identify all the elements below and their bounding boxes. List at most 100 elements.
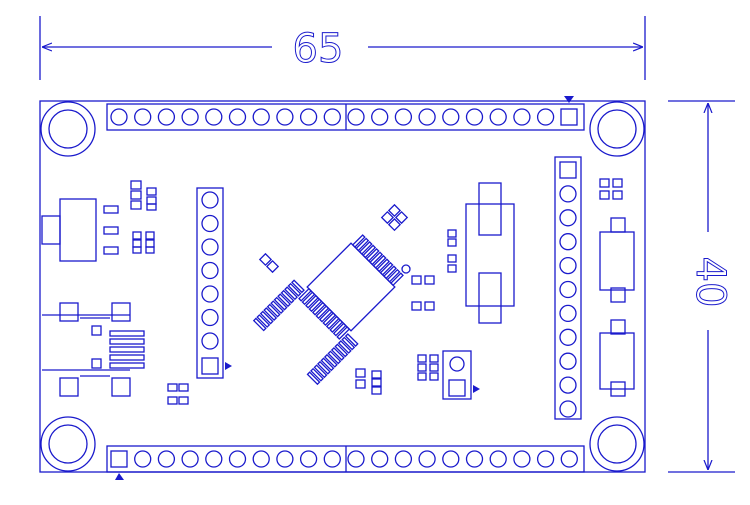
header-pin [513,108,531,126]
header-pin [418,450,436,468]
header-pin [559,280,577,299]
qfp-lead [322,312,337,327]
qfp-lead [355,237,370,252]
qfp-lead [332,322,347,337]
crystal [465,182,515,324]
header-pin [134,108,152,126]
mounting-hole [589,416,645,472]
pin1-marker [564,96,574,103]
pin1-square [559,161,577,179]
qfp-lead [266,303,281,318]
header-pin [559,328,577,346]
header-pin [489,450,507,468]
qfp-lead [341,336,356,351]
header-pin [201,332,219,350]
qfp-lead [358,241,373,255]
qfp-lead [277,293,292,308]
header-pin [252,108,270,126]
header-pin [347,450,365,468]
qfp-lead [287,282,302,297]
mounting-holes [40,101,645,472]
qfp-lead [270,300,285,315]
header-pin [559,304,577,323]
header-pin [536,450,555,468]
header-pin [371,450,389,468]
qfp-lead [310,367,324,382]
qfp-lead [318,308,333,323]
qfp-lead [305,294,319,309]
mounting-hole [40,101,96,157]
right-pin-header [554,156,582,420]
header-pin [394,450,413,468]
pin1-marker [115,473,124,480]
qfp-lead [317,360,331,375]
qfp-lead [386,268,401,283]
pin1-square [110,450,128,468]
qfp-lead [362,244,377,259]
header-pin [513,450,531,468]
qfp-lead [325,315,340,330]
qfp-lead [330,346,345,361]
height-dimension [668,100,735,473]
qfp-lead [263,307,278,321]
qfp-lead [313,364,328,379]
board-outline [39,100,646,473]
qfp-lead [301,291,316,306]
header-pin [299,450,318,468]
mounting-hole [589,101,645,157]
header-pin [465,108,484,126]
mcu-chip [252,234,404,386]
header-pin [559,376,577,394]
header-pin [465,450,484,468]
qfp-lead [273,296,288,311]
header-pin [560,450,578,468]
smd-components [130,178,623,405]
header-pin [276,108,294,126]
height-label: 40 [687,257,733,308]
header-pin [536,108,555,126]
header-pin [134,450,152,468]
qfp-lead [306,371,321,386]
header-pin [442,108,460,126]
bottom-pin-header [106,445,585,473]
top-pin-header [106,103,585,131]
qfp-lead [383,265,397,280]
pin1-marker [225,362,232,370]
qfp-lead [334,343,349,358]
pin1-square [560,108,578,126]
qfp-lead [344,333,359,347]
qfp-lead [337,340,352,354]
qfp-lead [256,314,271,328]
header-pin [559,209,577,227]
header-pin [201,191,219,209]
header-pin [559,233,577,251]
header-pin [442,450,460,468]
qfp-lead [280,289,295,304]
header-pin [157,450,176,468]
header-pin [181,108,199,126]
header-pin [394,108,413,126]
qfp-lead [291,279,305,294]
header-pin [201,308,219,327]
qfp-lead [327,350,342,365]
jumper [442,350,472,400]
header-pin [559,185,577,203]
header-pin [110,108,128,126]
qfp-lead [369,251,384,266]
header-pin [181,450,199,468]
qfp-lead [315,305,330,320]
qfp-lead [308,298,323,313]
header-pin [205,108,223,126]
header-pin [228,450,247,468]
header-pin [559,256,577,275]
qfp-lead [372,254,387,269]
jumper-pin1-marker [473,385,480,393]
pin1-square [201,357,219,375]
header-pin [347,108,365,126]
header-pin [228,108,247,126]
qfp-lead [365,247,380,262]
header-pin [205,450,223,468]
header-pin [559,400,577,418]
qfp-lead [298,287,312,302]
